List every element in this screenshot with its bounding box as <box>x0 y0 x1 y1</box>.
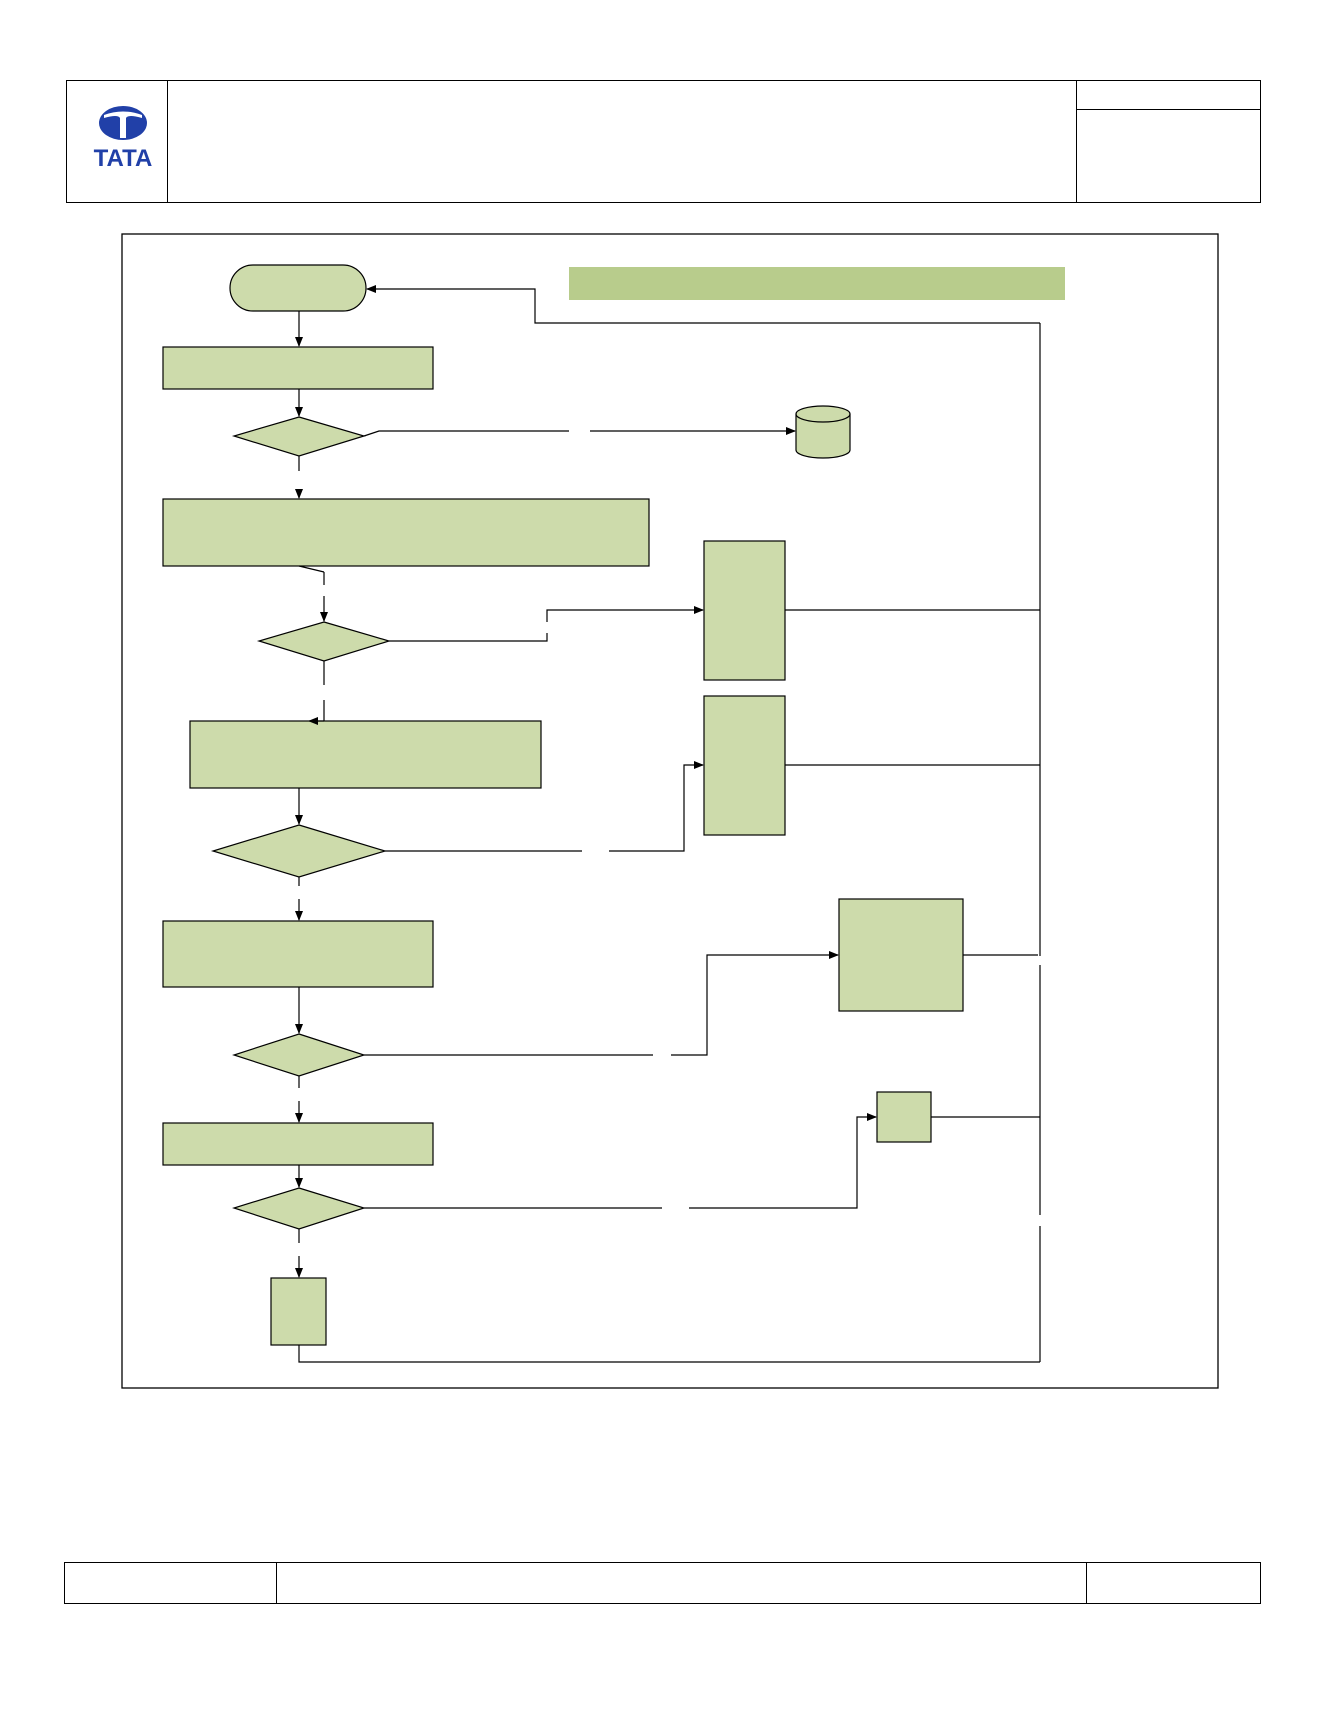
process-box-2 <box>162 498 650 567</box>
side-box-4 <box>876 1091 932 1143</box>
footer-divider-left <box>276 1562 278 1604</box>
header-divider-right <box>1076 80 1078 203</box>
decision-2 <box>256 621 392 662</box>
process-box-1 <box>162 346 434 390</box>
side-box-1 <box>703 540 786 681</box>
logo-wordmark: TATA <box>93 145 153 172</box>
header-divider-left <box>167 80 169 203</box>
diagram-frame <box>121 233 1219 1389</box>
decision-5 <box>232 1187 366 1230</box>
process-box-4 <box>162 920 434 988</box>
branch-connectors <box>363 427 877 1209</box>
process-box-3 <box>189 720 542 789</box>
footer-frame <box>64 1562 1261 1604</box>
header-right-row-divider <box>1076 109 1261 111</box>
data-store-cylinder <box>795 405 851 459</box>
process-box-end <box>270 1277 327 1346</box>
main-flow-connectors <box>295 311 328 1278</box>
tata-emblem-icon <box>99 106 147 140</box>
logo: TATA <box>84 104 162 174</box>
footer-divider-right <box>1086 1562 1088 1604</box>
header-frame <box>66 80 1261 203</box>
header-banner <box>569 267 1065 300</box>
side-box-2 <box>703 695 786 836</box>
start-terminator <box>229 264 367 312</box>
return-loop-connectors <box>298 285 1041 1363</box>
decision-4 <box>232 1033 366 1077</box>
decision-1 <box>231 416 367 457</box>
decision-3 <box>210 824 388 878</box>
side-box-3 <box>838 898 964 1012</box>
process-box-5 <box>162 1122 434 1166</box>
